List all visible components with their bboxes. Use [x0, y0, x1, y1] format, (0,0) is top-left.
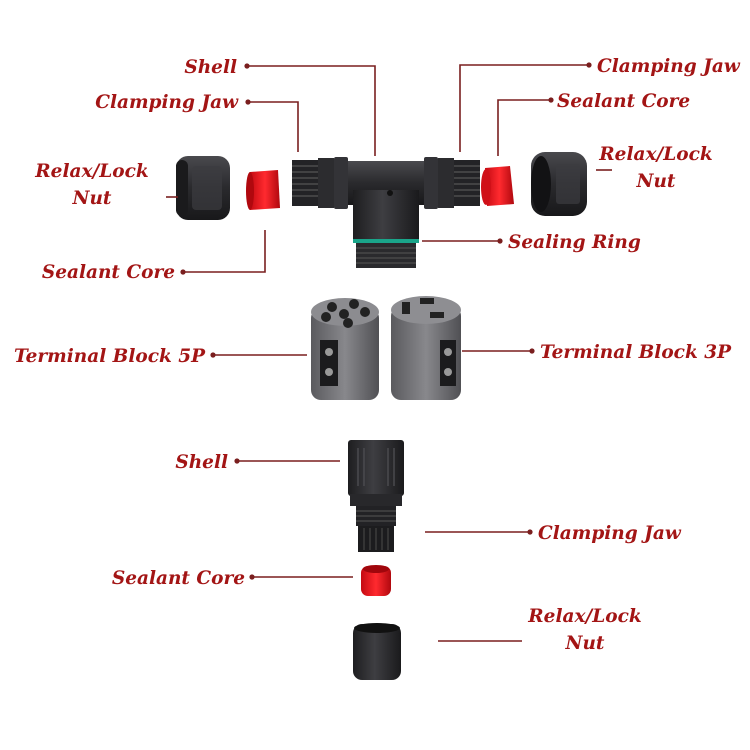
terminal-block-3p	[391, 296, 461, 400]
leader-lines	[166, 62, 612, 642]
stem-thread	[356, 243, 416, 268]
label-shell-top: Shell	[184, 57, 237, 78]
left-relax-lock-nut	[176, 156, 230, 220]
label-sealant-core-right: Sealant Core	[557, 91, 690, 112]
terminal-block-5p	[311, 298, 379, 400]
sealing-ring	[353, 239, 419, 243]
label-relax-lock-nut-left-line1: Relax/Lock	[34, 161, 148, 182]
right-relax-lock-nut	[531, 152, 587, 216]
bottom-sealant-core	[361, 565, 391, 596]
label-relax-lock-nut-bottom-line1: Relax/Lock	[527, 606, 641, 627]
label-terminal-block-5p: Terminal Block 5P	[14, 346, 206, 367]
label-clamping-jaw-top-left: Clamping Jaw	[95, 92, 239, 113]
label-sealant-core-bottom: Sealant Core	[112, 568, 245, 589]
label-clamping-jaw-bottom: Clamping Jaw	[538, 523, 682, 544]
label-relax-lock-nut-bottom-line2: Nut	[565, 633, 605, 654]
label-sealant-core-left: Sealant Core	[42, 262, 175, 283]
bottom-clamping-jaw	[356, 506, 396, 552]
t-shell	[292, 157, 480, 240]
bottom-relax-lock-nut	[353, 623, 401, 680]
label-sealing-ring: Sealing Ring	[508, 232, 641, 253]
label-relax-lock-nut-left-line2: Nut	[72, 188, 112, 209]
label-clamping-jaw-top-right: Clamping Jaw	[597, 56, 741, 77]
label-relax-lock-nut-right-line2: Nut	[636, 171, 676, 192]
bottom-shell	[348, 440, 404, 506]
label-shell-bottom: Shell	[175, 452, 228, 473]
label-terminal-block-3p: Terminal Block 3P	[540, 342, 732, 363]
left-sealant-core	[246, 170, 280, 210]
label-relax-lock-nut-right-line1: Relax/Lock	[598, 144, 712, 165]
right-sealant-core	[481, 166, 514, 206]
